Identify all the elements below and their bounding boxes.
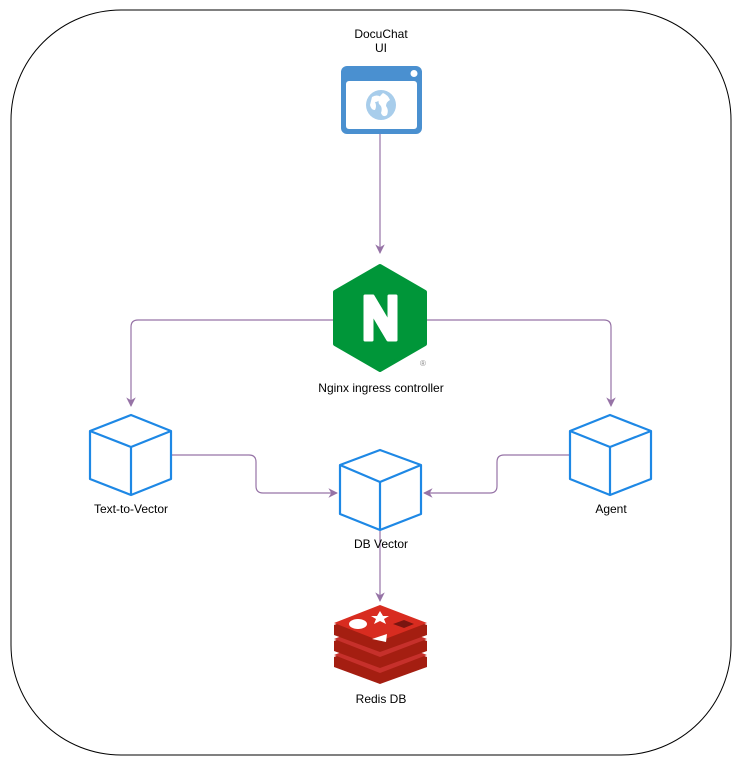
agent-label: Agent — [595, 502, 627, 516]
triangle-shape — [372, 634, 387, 642]
nginx-logo-icon[interactable] — [333, 264, 427, 372]
browser-window-icon[interactable] — [341, 66, 422, 134]
agent-cube-icon[interactable] — [568, 413, 653, 497]
edge-text-to-vector-to-db-vector[interactable] — [172, 454, 338, 498]
redis-db-label: Redis DB — [355, 692, 407, 706]
db-vector-cube-icon[interactable] — [338, 448, 423, 532]
redis-logo-icon[interactable] — [334, 605, 427, 684]
square-hole-shape — [393, 620, 414, 628]
docuchat-ui-label: DocuChat UI — [354, 27, 408, 55]
nginx-label: Nginx ingress controller — [318, 381, 444, 395]
globe-icon — [366, 90, 396, 120]
text-to-vector-cube-icon[interactable] — [88, 413, 173, 497]
circle-shape — [349, 619, 367, 629]
diagram-container — [10, 9, 732, 756]
db-vector-label: DB Vector — [353, 537, 409, 551]
nginx-registered-mark: ® — [420, 359, 426, 368]
text-to-vector-label: Text-to-Vector — [93, 502, 169, 516]
edge-nginx-to-text-to-vector[interactable] — [126, 319, 333, 407]
edge-nginx-to-agent[interactable] — [427, 319, 616, 407]
edge-agent-to-db-vector[interactable] — [423, 454, 570, 498]
star-shape — [371, 611, 389, 624]
edges — [126, 134, 616, 602]
